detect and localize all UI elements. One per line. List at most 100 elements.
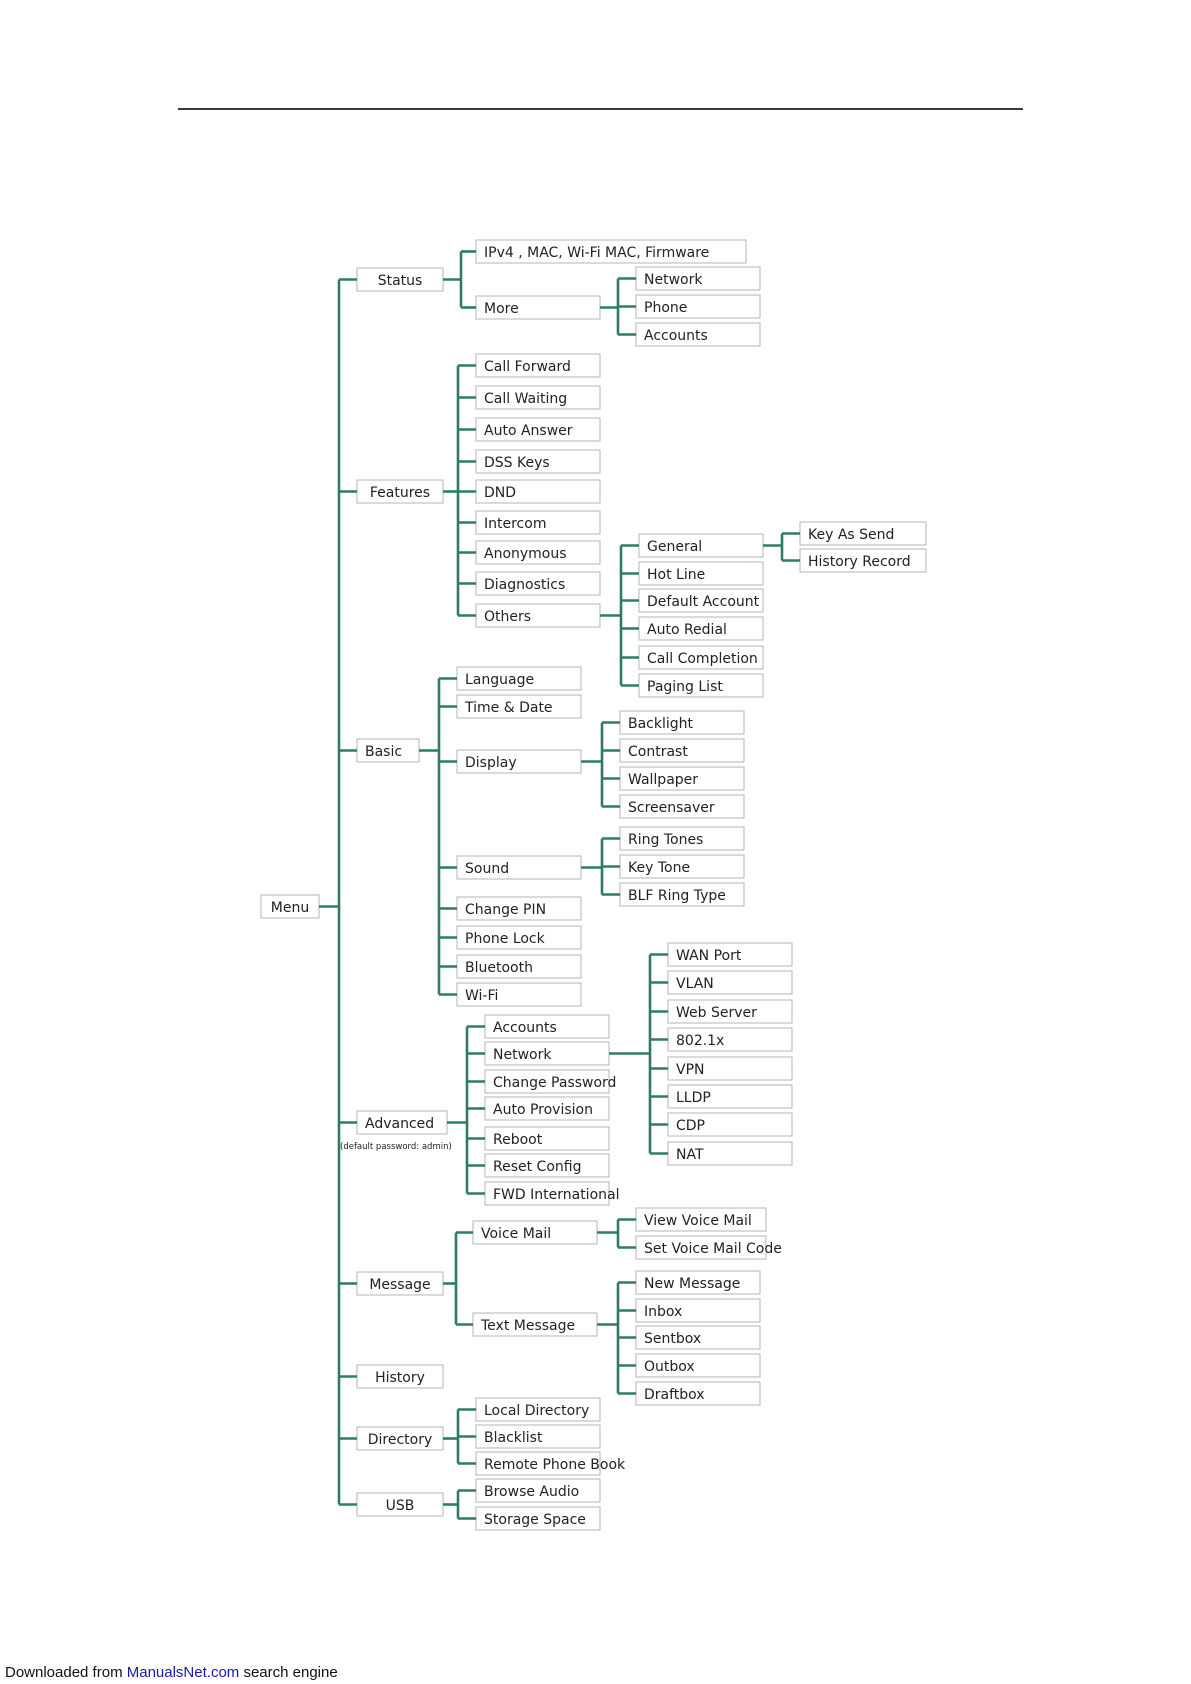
node-backlight[interactable]: Backlight	[619, 710, 745, 735]
node-language[interactable]: Language	[456, 666, 582, 691]
node-label: Auto Provision	[493, 1102, 593, 1118]
node-fwd-international[interactable]: FWD International	[484, 1181, 619, 1206]
node-auto-redial[interactable]: Auto Redial	[638, 616, 764, 641]
node-web-server[interactable]: Web Server	[667, 999, 793, 1024]
node-label: New Message	[644, 1276, 740, 1292]
node-label: General	[647, 539, 702, 555]
node-label: Hot Line	[647, 567, 705, 583]
node-menu[interactable]: Menu	[260, 894, 320, 919]
node-bluetooth[interactable]: Bluetooth	[456, 954, 582, 979]
node-label: History	[375, 1370, 425, 1386]
node-sound[interactable]: Sound	[456, 855, 582, 880]
node-label: Paging List	[647, 679, 723, 695]
node-status[interactable]: Status	[356, 267, 444, 292]
node-ring-tones[interactable]: Ring Tones	[619, 826, 745, 851]
node-intercom[interactable]: Intercom	[475, 510, 601, 535]
node-dnd[interactable]: DND	[475, 479, 601, 504]
node-label: Draftbox	[644, 1387, 705, 1403]
node-phone-lock[interactable]: Phone Lock	[456, 925, 582, 950]
node-diagnostics[interactable]: Diagnostics	[475, 571, 601, 596]
node-label: Phone	[644, 300, 687, 316]
node-basic[interactable]: Basic	[356, 738, 420, 763]
node-message[interactable]: Message	[356, 1271, 444, 1296]
node-sentbox[interactable]: Sentbox	[635, 1325, 761, 1350]
node-wallpaper[interactable]: Wallpaper	[619, 766, 745, 791]
node-phone[interactable]: Phone	[635, 294, 761, 319]
node-local-directory[interactable]: Local Directory	[475, 1397, 601, 1422]
node-screensaver[interactable]: Screensaver	[619, 794, 745, 819]
node-reset-config[interactable]: Reset Config	[484, 1153, 610, 1178]
node-802-1x[interactable]: 802.1x	[667, 1027, 793, 1052]
node-label: Network	[644, 272, 703, 288]
node-wan-port[interactable]: WAN Port	[667, 942, 793, 967]
footer-link[interactable]: ManualsNet.com	[126, 1664, 240, 1681]
node-view-voice-mail[interactable]: View Voice Mail	[635, 1207, 767, 1232]
node-call-forward[interactable]: Call Forward	[475, 353, 601, 378]
node-dss-keys[interactable]: DSS Keys	[475, 449, 601, 474]
node-label: NAT	[676, 1147, 704, 1163]
node-accounts[interactable]: Accounts	[484, 1014, 610, 1039]
node-label: View Voice Mail	[644, 1213, 752, 1229]
node-label: Sentbox	[644, 1331, 701, 1347]
node-vpn[interactable]: VPN	[667, 1056, 793, 1081]
node-history-record[interactable]: History Record	[799, 548, 927, 573]
node-label: Key As Send	[808, 527, 894, 543]
node-reboot[interactable]: Reboot	[484, 1126, 610, 1151]
node-accounts[interactable]: Accounts	[635, 322, 761, 347]
node-usb[interactable]: USB	[356, 1492, 444, 1517]
node-draftbox[interactable]: Draftbox	[635, 1381, 761, 1406]
node-blf-ring-type[interactable]: BLF Ring Type	[619, 882, 745, 907]
node-ipv4-mac-wi-fi-mac-firmware[interactable]: IPv4 , MAC, Wi-Fi MAC, Firmware	[475, 239, 747, 264]
node-key-as-send[interactable]: Key As Send	[799, 521, 927, 546]
node-label: Auto Answer	[484, 423, 573, 439]
node-key-tone[interactable]: Key Tone	[619, 854, 745, 879]
node-network[interactable]: Network	[635, 266, 761, 291]
node-general[interactable]: General	[638, 533, 764, 558]
node-remote-phone-book[interactable]: Remote Phone Book	[475, 1451, 626, 1476]
node-call-waiting[interactable]: Call Waiting	[475, 385, 601, 410]
node-label: Voice Mail	[481, 1226, 551, 1242]
node-change-pin[interactable]: Change PIN	[456, 896, 582, 921]
node-label: Blacklist	[484, 1430, 543, 1446]
node-hot-line[interactable]: Hot Line	[638, 561, 764, 586]
node-call-completion[interactable]: Call Completion	[638, 645, 764, 670]
node-outbox[interactable]: Outbox	[635, 1353, 761, 1378]
node-others[interactable]: Others	[475, 603, 601, 628]
node-label: IPv4 , MAC, Wi-Fi MAC, Firmware	[484, 245, 709, 261]
node-text-message[interactable]: Text Message	[472, 1312, 598, 1337]
node-time-date[interactable]: Time & Date	[456, 694, 582, 719]
node-cdp[interactable]: CDP	[667, 1112, 793, 1137]
node-label: Message	[369, 1277, 430, 1293]
node-vlan[interactable]: VLAN	[667, 970, 793, 995]
node-nat[interactable]: NAT	[667, 1141, 793, 1166]
node-default-account[interactable]: Default Account	[638, 588, 764, 613]
node-anonymous[interactable]: Anonymous	[475, 540, 601, 565]
node-new-message[interactable]: New Message	[635, 1270, 761, 1295]
node-display[interactable]: Display	[456, 749, 582, 774]
node-features[interactable]: Features	[356, 479, 444, 504]
node-change-password[interactable]: Change Password	[484, 1069, 616, 1094]
node-inbox[interactable]: Inbox	[635, 1298, 761, 1323]
node-advanced[interactable]: Advanced	[356, 1110, 448, 1135]
node-label: Screensaver	[628, 800, 715, 816]
node-storage-space[interactable]: Storage Space	[475, 1506, 601, 1531]
node-more[interactable]: More	[475, 295, 601, 320]
node-wi-fi[interactable]: Wi-Fi	[456, 982, 582, 1007]
node-history[interactable]: History	[356, 1364, 444, 1389]
node-auto-provision[interactable]: Auto Provision	[484, 1096, 610, 1121]
node-auto-answer[interactable]: Auto Answer	[475, 417, 601, 442]
node-set-voice-mail-code[interactable]: Set Voice Mail Code	[635, 1235, 782, 1260]
node-label: Network	[493, 1047, 552, 1063]
node-lldp[interactable]: LLDP	[667, 1084, 793, 1109]
node-directory[interactable]: Directory	[356, 1426, 444, 1451]
node-paging-list[interactable]: Paging List	[638, 673, 764, 698]
node-network[interactable]: Network	[484, 1041, 610, 1066]
node-blacklist[interactable]: Blacklist	[475, 1424, 601, 1449]
node-contrast[interactable]: Contrast	[619, 738, 745, 763]
node-label: Basic	[365, 744, 402, 760]
node-voice-mail[interactable]: Voice Mail	[472, 1220, 598, 1245]
node-label: Menu	[271, 900, 309, 916]
node-label: Language	[465, 672, 534, 688]
node-browse-audio[interactable]: Browse Audio	[475, 1478, 601, 1503]
